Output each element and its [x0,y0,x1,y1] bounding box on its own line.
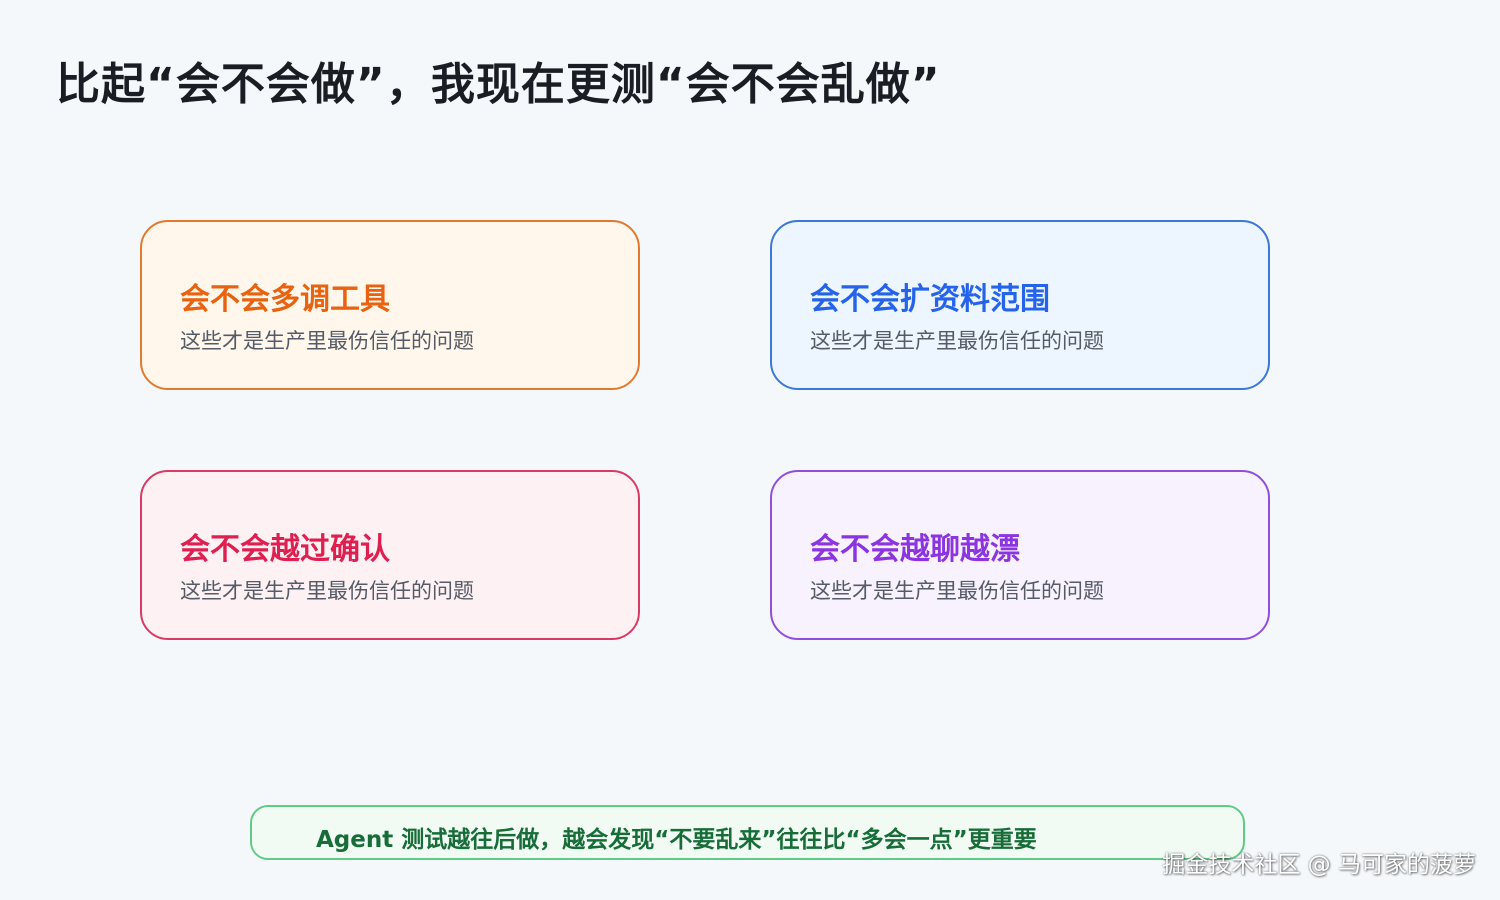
page-title: 比起“会不会做”，我现在更测“会不会乱做” [56,59,941,110]
card-drift: 会不会越聊越漂 这些才是生产里最伤信任的问题 [770,470,1270,640]
conclusion-banner: Agent 测试越往后做，越会发现“不要乱来”往往比“多会一点”更重要 [250,805,1245,860]
card-heading: 会不会多调工具 [180,282,390,317]
banner-text: Agent 测试越往后做，越会发现“不要乱来”往往比“多会一点”更重要 [316,827,1037,853]
card-heading: 会不会越聊越漂 [810,532,1020,567]
card-tool-calls: 会不会多调工具 这些才是生产里最伤信任的问题 [140,220,640,390]
card-heading: 会不会越过确认 [180,532,390,567]
card-subtitle: 这些才是生产里最伤信任的问题 [180,329,474,353]
card-data-scope: 会不会扩资料范围 这些才是生产里最伤信任的问题 [770,220,1270,390]
card-subtitle: 这些才是生产里最伤信任的问题 [810,579,1104,603]
card-subtitle: 这些才是生产里最伤信任的问题 [810,329,1104,353]
card-skip-confirmation: 会不会越过确认 这些才是生产里最伤信任的问题 [140,470,640,640]
card-heading: 会不会扩资料范围 [810,282,1050,317]
card-subtitle: 这些才是生产里最伤信任的问题 [180,579,474,603]
watermark: 掘金技术社区 @ 马可家的菠萝 [1162,852,1476,878]
